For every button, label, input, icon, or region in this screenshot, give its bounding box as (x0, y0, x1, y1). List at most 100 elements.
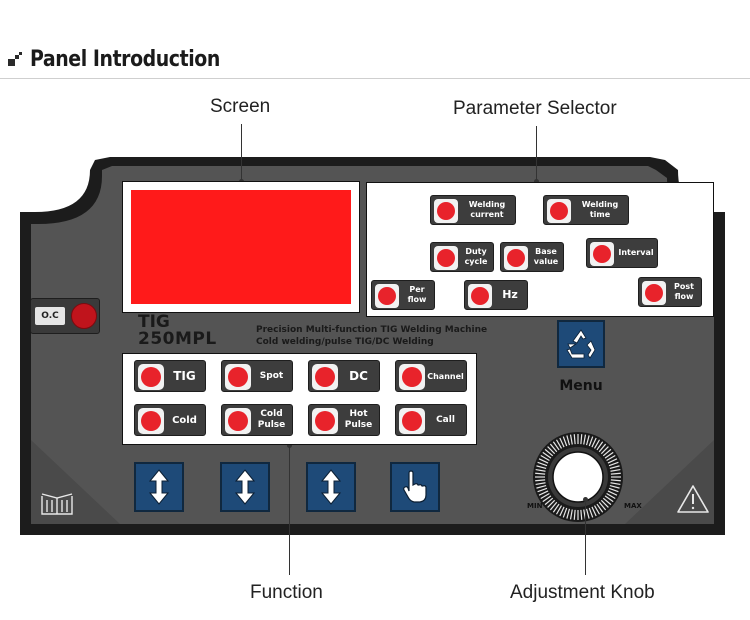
interval-indicator (590, 242, 614, 266)
tig-indicator (138, 364, 164, 390)
call-button[interactable]: Call (395, 404, 467, 436)
up-down-arrow-icon (149, 469, 169, 505)
knob-scale-tick (585, 508, 590, 519)
knob-scale-tick (600, 446, 609, 455)
knob-scale-tick (608, 461, 619, 467)
button-label: Spot (259, 370, 284, 381)
cold-button[interactable]: Cold (134, 404, 206, 436)
knob-scale-tick (596, 441, 604, 451)
knob-scale-tick (580, 434, 583, 445)
knob-scale-tick (604, 451, 614, 459)
knob-scale-tick (610, 479, 621, 482)
knob-scale-tick (547, 446, 556, 455)
hz-button[interactable]: Hz (464, 280, 528, 310)
button-label: DC (349, 368, 368, 383)
welding-time-indicator (547, 199, 571, 223)
knob-scale-tick (609, 465, 620, 470)
spot-button[interactable]: Spot (221, 360, 293, 392)
book-icon (41, 493, 73, 515)
hz-indicator (468, 284, 492, 308)
button-label: Cold (172, 414, 197, 426)
up-down-button-3[interactable] (306, 462, 356, 512)
section-header: Panel Introduction (8, 42, 251, 76)
duty-cycle-indicator (434, 246, 458, 270)
knob-scale-tick (542, 451, 552, 459)
knob-scale-tick (555, 439, 563, 449)
up-down-button-1[interactable] (134, 462, 184, 512)
model-line-1: TIG (138, 312, 170, 332)
knob-scale-tick (604, 495, 614, 503)
knob-scale-tick (598, 501, 607, 511)
cold-indicator (138, 408, 164, 434)
knob-scale-tick (608, 487, 619, 493)
per-flow-indicator (375, 284, 399, 308)
touch-button[interactable] (390, 462, 440, 512)
knob-scale-tick (559, 506, 565, 517)
oc-label: O.C (35, 307, 65, 325)
knob-scale-tick (569, 509, 573, 520)
callout-parameter-selector: Parameter Selector (453, 98, 617, 119)
knob-scale-tick (588, 436, 594, 447)
knob-scale-tick (542, 495, 552, 503)
knob-scale-tick (591, 506, 597, 517)
model-description-1: Precision Multi-function TIG Welding Mac… (256, 325, 488, 335)
knob-scale-tick (540, 492, 550, 500)
knob-scale-tick (552, 503, 560, 513)
knob-scale-tick (593, 439, 601, 449)
knob-scale-tick (602, 497, 612, 506)
knob-scale-tick (544, 448, 554, 457)
dc-indicator (312, 364, 338, 390)
up-down-arrow-icon (235, 469, 255, 505)
knob-min-label: MIN (527, 502, 543, 510)
button-label: Hz (502, 288, 518, 301)
knob-scale-tick (537, 487, 548, 493)
menu-button[interactable] (557, 320, 605, 368)
knob-scale-tick (585, 435, 590, 446)
knob-scale-tick (609, 484, 620, 489)
interval-button[interactable]: Interval (586, 238, 658, 268)
oc-led (71, 303, 97, 329)
knob-scale-tick (573, 509, 576, 520)
up-down-arrow-icon (321, 469, 341, 505)
model-line-2: 250MPL (138, 329, 217, 349)
model-description-2: Cold welding/pulse TIG/DC Welding (256, 337, 434, 347)
knob-scale-tick (537, 461, 548, 467)
channel-button[interactable]: Channel (395, 360, 467, 392)
knob-scale-tick (610, 482, 621, 486)
knob-scale-tick (610, 472, 621, 475)
knob-scale-tick (606, 454, 616, 462)
callout-screen: Screen (210, 96, 271, 117)
knob-scale-tick (573, 434, 576, 445)
knob-scale-tick (549, 501, 558, 511)
dc-button[interactable]: DC (308, 360, 380, 392)
knob-scale-tick (555, 505, 563, 515)
hand-pointer-icon (403, 470, 427, 503)
leader-line-knob (585, 500, 586, 575)
knob-scale-tick (535, 482, 546, 486)
up-down-button-2[interactable] (220, 462, 270, 512)
adjustment-knob[interactable] (533, 432, 623, 522)
knob-scale-tick (591, 437, 597, 448)
knob-scale-tick (562, 507, 568, 518)
knob-scale-tick (547, 499, 556, 508)
knob-scale-tick (536, 465, 547, 470)
header-divider (0, 78, 750, 79)
knob-scale-tick (566, 435, 571, 446)
page-title: Panel Introduction (30, 46, 220, 72)
menu-label: Menu (559, 378, 603, 394)
tig-button[interactable]: TIG (134, 360, 206, 392)
base-value-indicator (504, 246, 528, 270)
knob-scale-tick (535, 479, 546, 482)
button-label: Channel (427, 371, 464, 381)
knob-scale-tick (538, 458, 549, 464)
